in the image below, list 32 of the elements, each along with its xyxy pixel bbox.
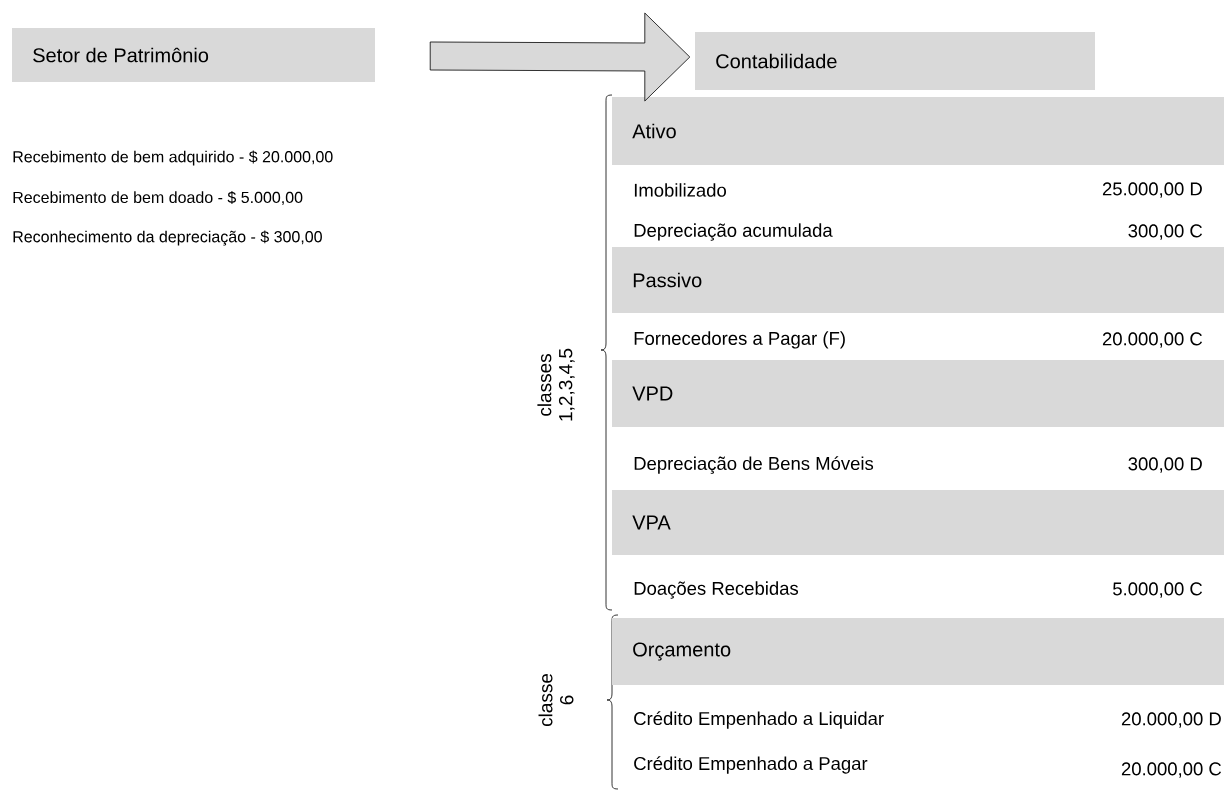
section-heading: Ativo (632, 123, 676, 139)
title-box (12, 28, 375, 82)
note-text: Reconhecimento da depreciação - $ 300,00 (13, 230, 322, 246)
title-box (695, 32, 1095, 90)
section-band (612, 360, 1224, 427)
brace-label: classe 6 (538, 673, 574, 727)
block-arrow (429, 12, 691, 102)
section-heading: Passivo (633, 272, 702, 288)
amount: 25.000,00 D (1102, 182, 1202, 198)
note-text: Recebimento de bem adquirido - $ 20.000,00 (13, 150, 333, 166)
account-name: Doações Recebidas (634, 581, 799, 599)
account-name: Fornecedores a Pagar (F) (634, 331, 845, 349)
box-title: Contabilidade (716, 53, 837, 69)
account-name: Imobilizado (634, 183, 726, 197)
note-text: Recebimento de bem doado - $ 5.000,00 (13, 191, 303, 205)
amount: 20.000,00 C (1121, 762, 1222, 778)
section-heading: Orçamento (633, 642, 731, 661)
amount: 5.000,00 C (1113, 582, 1203, 598)
section-band (612, 97, 1224, 165)
section-band (612, 247, 1224, 313)
amount: 300,00 D (1128, 457, 1202, 473)
amount: 20.000,00 C (1102, 332, 1203, 348)
amount: 20.000,00 D (1121, 712, 1221, 728)
section-heading: VPD (632, 386, 673, 401)
section-heading: VPA (632, 515, 671, 530)
brace-label: classes 1,2,3,4,5 (537, 348, 575, 421)
section-band (612, 490, 1224, 555)
box-title: Setor de Patrimônio (33, 47, 209, 63)
section-band (612, 618, 1224, 685)
account-name: Depreciação de Bens Móveis (634, 456, 874, 474)
account-name: Crédito Empenhado a Liquidar (634, 711, 884, 729)
account-name: Crédito Empenhado a Pagar (634, 756, 868, 774)
